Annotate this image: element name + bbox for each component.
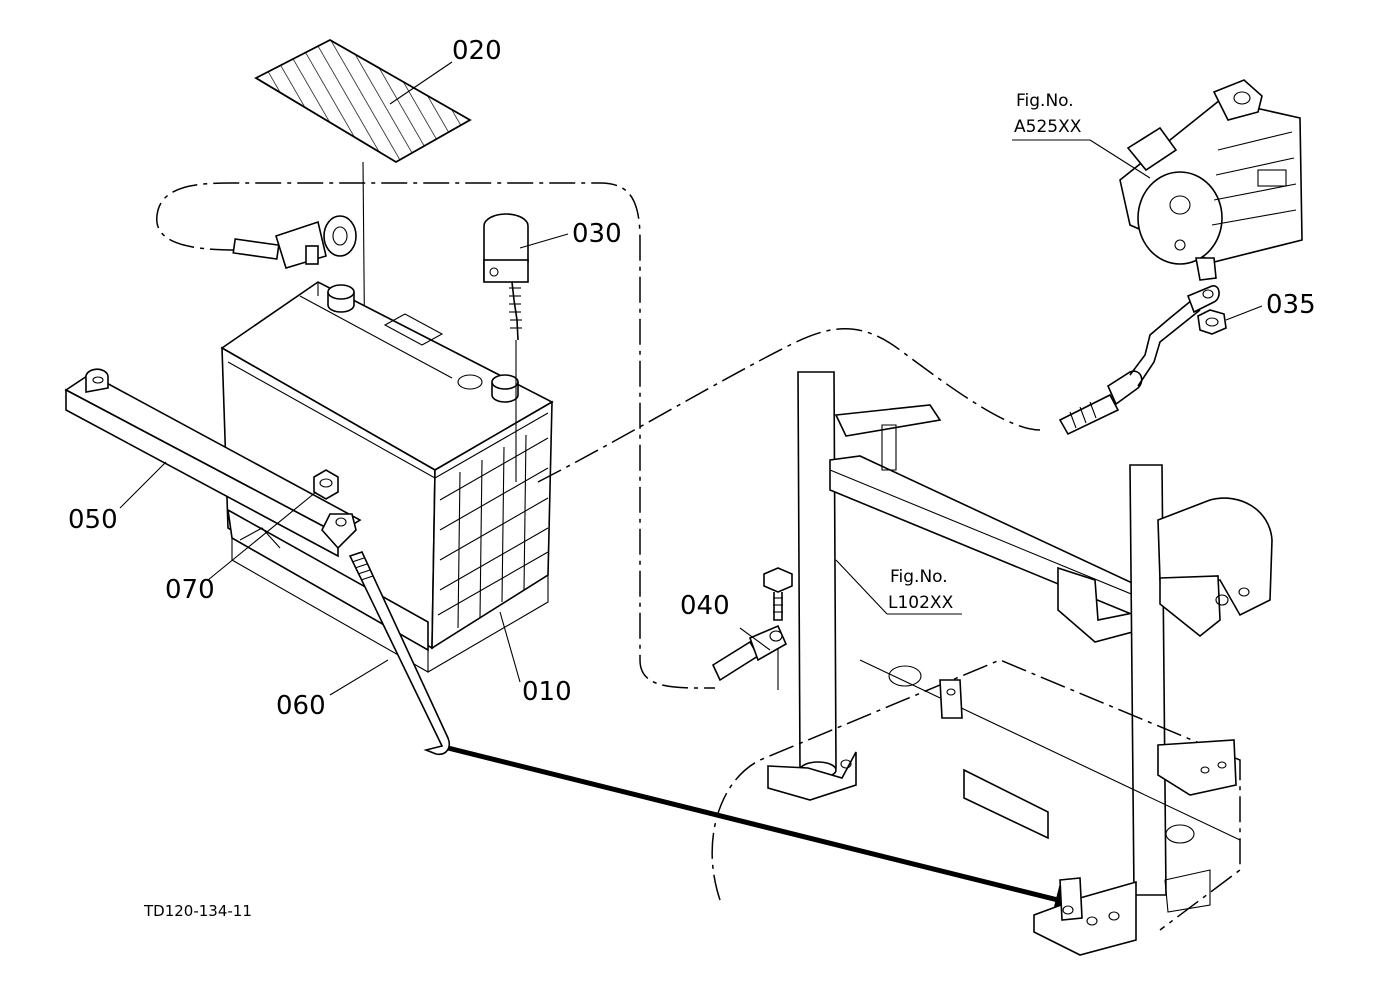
starter-ground-cable [1058,285,1220,436]
callout-030: 030 [572,219,622,249]
fig-ref-frame-number: L102XX [888,593,954,613]
callout-020: 020 [452,36,502,66]
positive-terminal-post [491,374,519,403]
starter-motor [1119,79,1303,281]
negative-terminal-clamp [232,215,357,269]
fig-ref-starter-number: A525XX [1014,117,1082,137]
positive-terminal-cover [483,213,529,482]
tractor-frame [711,371,1273,956]
callout-035: 035 [1266,290,1316,320]
fig-ref-frame-label: Fig.No. [890,567,948,587]
j-bolt-hook-arrow [447,745,1085,915]
callout-010: 010 [522,677,572,707]
drawing-code: TD120-134-11 [143,902,252,920]
hold-down-j-bolt [348,551,1085,915]
battery-hold-down-bar [64,368,362,558]
leader-lines [119,61,1263,696]
ground-bolt [763,567,793,621]
callout-050: 050 [68,505,118,535]
starter-terminal-nut [1197,309,1227,335]
negative-terminal-post [327,284,355,313]
callout-040: 040 [680,591,730,621]
positive-cable-route [156,182,715,689]
negative-cable-route [537,328,1041,483]
hold-down-nut [313,469,339,500]
ground-cable-terminal [711,567,793,690]
callout-060: 060 [276,691,326,721]
fig-ref-starter-label: Fig.No. [1016,91,1074,111]
battery-ribs [437,434,549,629]
callout-070: 070 [165,575,215,605]
